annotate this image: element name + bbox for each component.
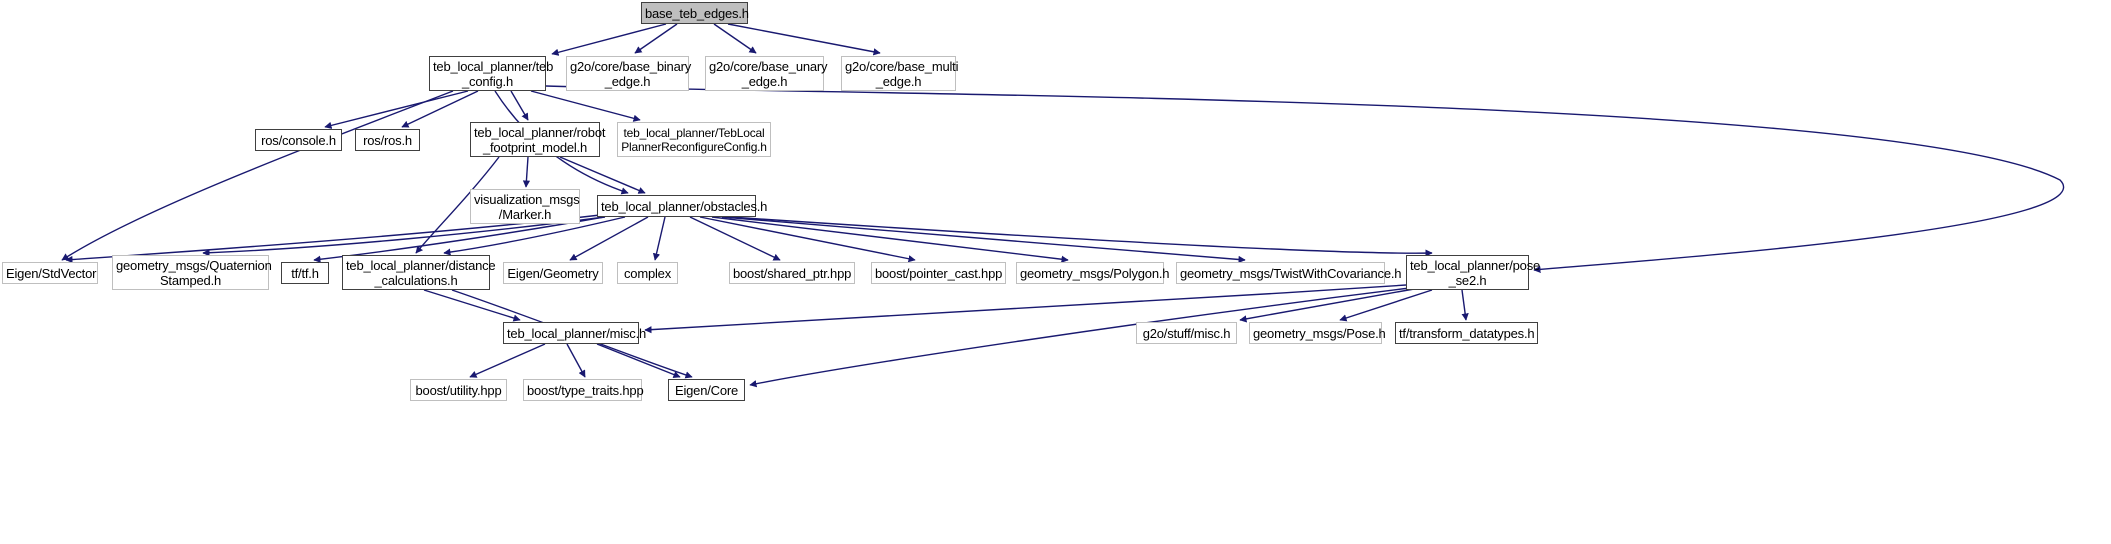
node-boost-type-traits-hpp[interactable]: boost/type_traits.hpp — [523, 379, 644, 401]
node-label: geometry_msgs/TwistWithCovariance.h — [1180, 265, 1402, 281]
node-label: Eigen/Geometry — [507, 265, 599, 281]
node-ros-ros-h[interactable]: ros/ros.h — [355, 129, 420, 151]
edge-obstacles-eigen_geometry — [569, 216, 649, 261]
node-label: g2o/core/base_binary _edge.h — [570, 58, 692, 89]
node-complex[interactable]: complex — [617, 262, 678, 284]
edge-teb_config-ros_console — [324, 90, 469, 129]
edge-misc-boost_utility — [469, 343, 546, 378]
node-g2o-core-base-binary-edge-h[interactable]: g2o/core/base_binary _edge.h — [566, 56, 692, 91]
edge-obstacles-twist_with_covariance — [721, 216, 1246, 264]
node-g2o-core-base-unary-edge-h[interactable]: g2o/core/base_unary _edge.h — [705, 56, 828, 91]
node-ros-console-h[interactable]: ros/console.h — [255, 129, 342, 151]
node-label: geometry_msgs/Polygon.h — [1020, 265, 1170, 281]
node-label: geometry_msgs/Pose.h — [1253, 325, 1386, 341]
edge-misc-eigen_core — [596, 343, 681, 378]
node-teb-local-planner-reconfigure-config-h[interactable]: teb_local_planner/TebLocal PlannerReconf… — [617, 122, 771, 157]
node-geometry-msgs-twist-with-covariance-h[interactable]: geometry_msgs/TwistWithCovariance.h — [1176, 262, 1402, 284]
node-label: teb_local_planner/TebLocal PlannerReconf… — [621, 125, 767, 154]
edge-distance_calculations-misc — [423, 289, 521, 322]
edge-obstacles-pose_se2 — [729, 216, 1433, 257]
node-label: boost/pointer_cast.hpp — [875, 265, 1003, 281]
edge-misc-boost_type_traits — [566, 343, 586, 378]
node-teb-local-planner-misc-h[interactable]: teb_local_planner/misc.h — [503, 322, 647, 344]
node-label: ros/ros.h — [363, 132, 412, 148]
node-geometry-msgs-pose-h[interactable]: geometry_msgs/Pose.h — [1249, 322, 1386, 344]
node-label: boost/type_traits.hpp — [527, 382, 644, 398]
node-label: teb_local_planner/pose _se2.h — [1410, 257, 1541, 288]
edge-pose_se2-tf_transform_datatypes — [1461, 289, 1469, 321]
node-boost-utility-hpp[interactable]: boost/utility.hpp — [410, 379, 507, 401]
node-teb-local-planner-obstacles-h[interactable]: teb_local_planner/obstacles.h — [597, 195, 768, 217]
node-label: Eigen/StdVector — [6, 265, 97, 281]
edge-obstacles-complex — [652, 216, 666, 261]
node-label: boost/utility.hpp — [415, 382, 502, 398]
edge-base_teb_edges-base_binary_edge — [634, 23, 678, 54]
edge-base_teb_edges-base_unary_edge — [713, 23, 757, 54]
node-teb-local-planner-teb-config-h[interactable]: teb_local_planner/teb _config.h — [429, 56, 554, 91]
node-label: complex — [623, 265, 671, 281]
edge-teb_config-robot_footprint_model — [510, 90, 529, 121]
node-boost-pointer-cast-hpp[interactable]: boost/pointer_cast.hpp — [871, 262, 1006, 284]
edge-teb_config-reconfigure_config — [530, 90, 641, 122]
edge-pose_se2-geometry_pose — [1339, 289, 1433, 322]
node-label: g2o/core/base_multi _edge.h — [845, 58, 959, 89]
node-label: tf/transform_datatypes.h — [1399, 325, 1535, 341]
node-eigen-geometry[interactable]: Eigen/Geometry — [503, 262, 603, 284]
edge-obstacles-boost_shared_ptr — [689, 216, 781, 261]
node-tf-transform-datatypes-h[interactable]: tf/transform_datatypes.h — [1395, 322, 1538, 344]
edge-robot_footprint_model-obstacles — [559, 156, 646, 194]
node-base-teb-edges-h[interactable]: base_teb_edges.h — [641, 2, 749, 24]
node-label: teb_local_planner/distance _calculations… — [346, 257, 496, 288]
node-label: geometry_msgs/Quaternion Stamped.h — [116, 257, 272, 288]
node-label: g2o/stuff/misc.h — [1142, 325, 1231, 341]
edge-obstacles-geometry_polygon — [711, 216, 1069, 263]
node-label: teb_local_planner/obstacles.h — [601, 198, 768, 214]
node-boost-shared-ptr-hpp[interactable]: boost/shared_ptr.hpp — [729, 262, 855, 284]
edge-base_teb_edges-base_multi_edge — [727, 23, 881, 56]
edge-teb_config-ros_ros — [401, 90, 479, 128]
node-label: ros/console.h — [261, 132, 336, 148]
node-visualization-msgs-marker-h[interactable]: visualization_msgs /Marker.h — [470, 189, 580, 224]
node-teb-local-planner-distance-calculations-h[interactable]: teb_local_planner/distance _calculations… — [342, 255, 496, 290]
node-label: teb_local_planner/robot _footprint_model… — [474, 124, 606, 155]
node-label: teb_local_planner/misc.h — [507, 325, 647, 341]
edge-base_teb_edges-teb_config — [551, 23, 667, 56]
edge-pose_se2-g2o_stuff_misc — [1239, 287, 1421, 323]
node-label: visualization_msgs /Marker.h — [474, 191, 580, 222]
node-label: tf/tf.h — [291, 265, 319, 281]
node-tf-tf-h[interactable]: tf/tf.h — [281, 262, 329, 284]
node-geometry-msgs-polygon-h[interactable]: geometry_msgs/Polygon.h — [1016, 262, 1170, 284]
node-label: Eigen/Core — [674, 382, 739, 398]
node-g2o-core-base-multi-edge-h[interactable]: g2o/core/base_multi _edge.h — [841, 56, 959, 91]
edge-robot_footprint_model-visualization_marker — [522, 156, 531, 188]
edge-teb_config-eigen_stdvector — [61, 90, 454, 261]
node-label: teb_local_planner/teb _config.h — [433, 58, 554, 89]
node-g2o-stuff-misc-h[interactable]: g2o/stuff/misc.h — [1136, 322, 1237, 344]
node-eigen-core[interactable]: Eigen/Core — [668, 379, 745, 401]
node-eigen-stdvector[interactable]: Eigen/StdVector — [2, 262, 98, 284]
node-label: g2o/core/base_unary _edge.h — [709, 58, 828, 89]
node-teb-local-planner-pose-se2-h[interactable]: teb_local_planner/pose _se2.h — [1406, 255, 1541, 290]
node-label: boost/shared_ptr.hpp — [733, 265, 852, 281]
node-teb-local-planner-robot-footprint-model-h[interactable]: teb_local_planner/robot _footprint_model… — [470, 122, 606, 157]
node-label: base_teb_edges.h — [645, 5, 749, 21]
node-geometry-msgs-quaternion-stamped-h[interactable]: geometry_msgs/Quaternion Stamped.h — [112, 255, 272, 290]
edge-teb_config-pose_se2 — [545, 85, 2065, 274]
edge-obstacles-boost_pointer_cast — [699, 216, 916, 263]
